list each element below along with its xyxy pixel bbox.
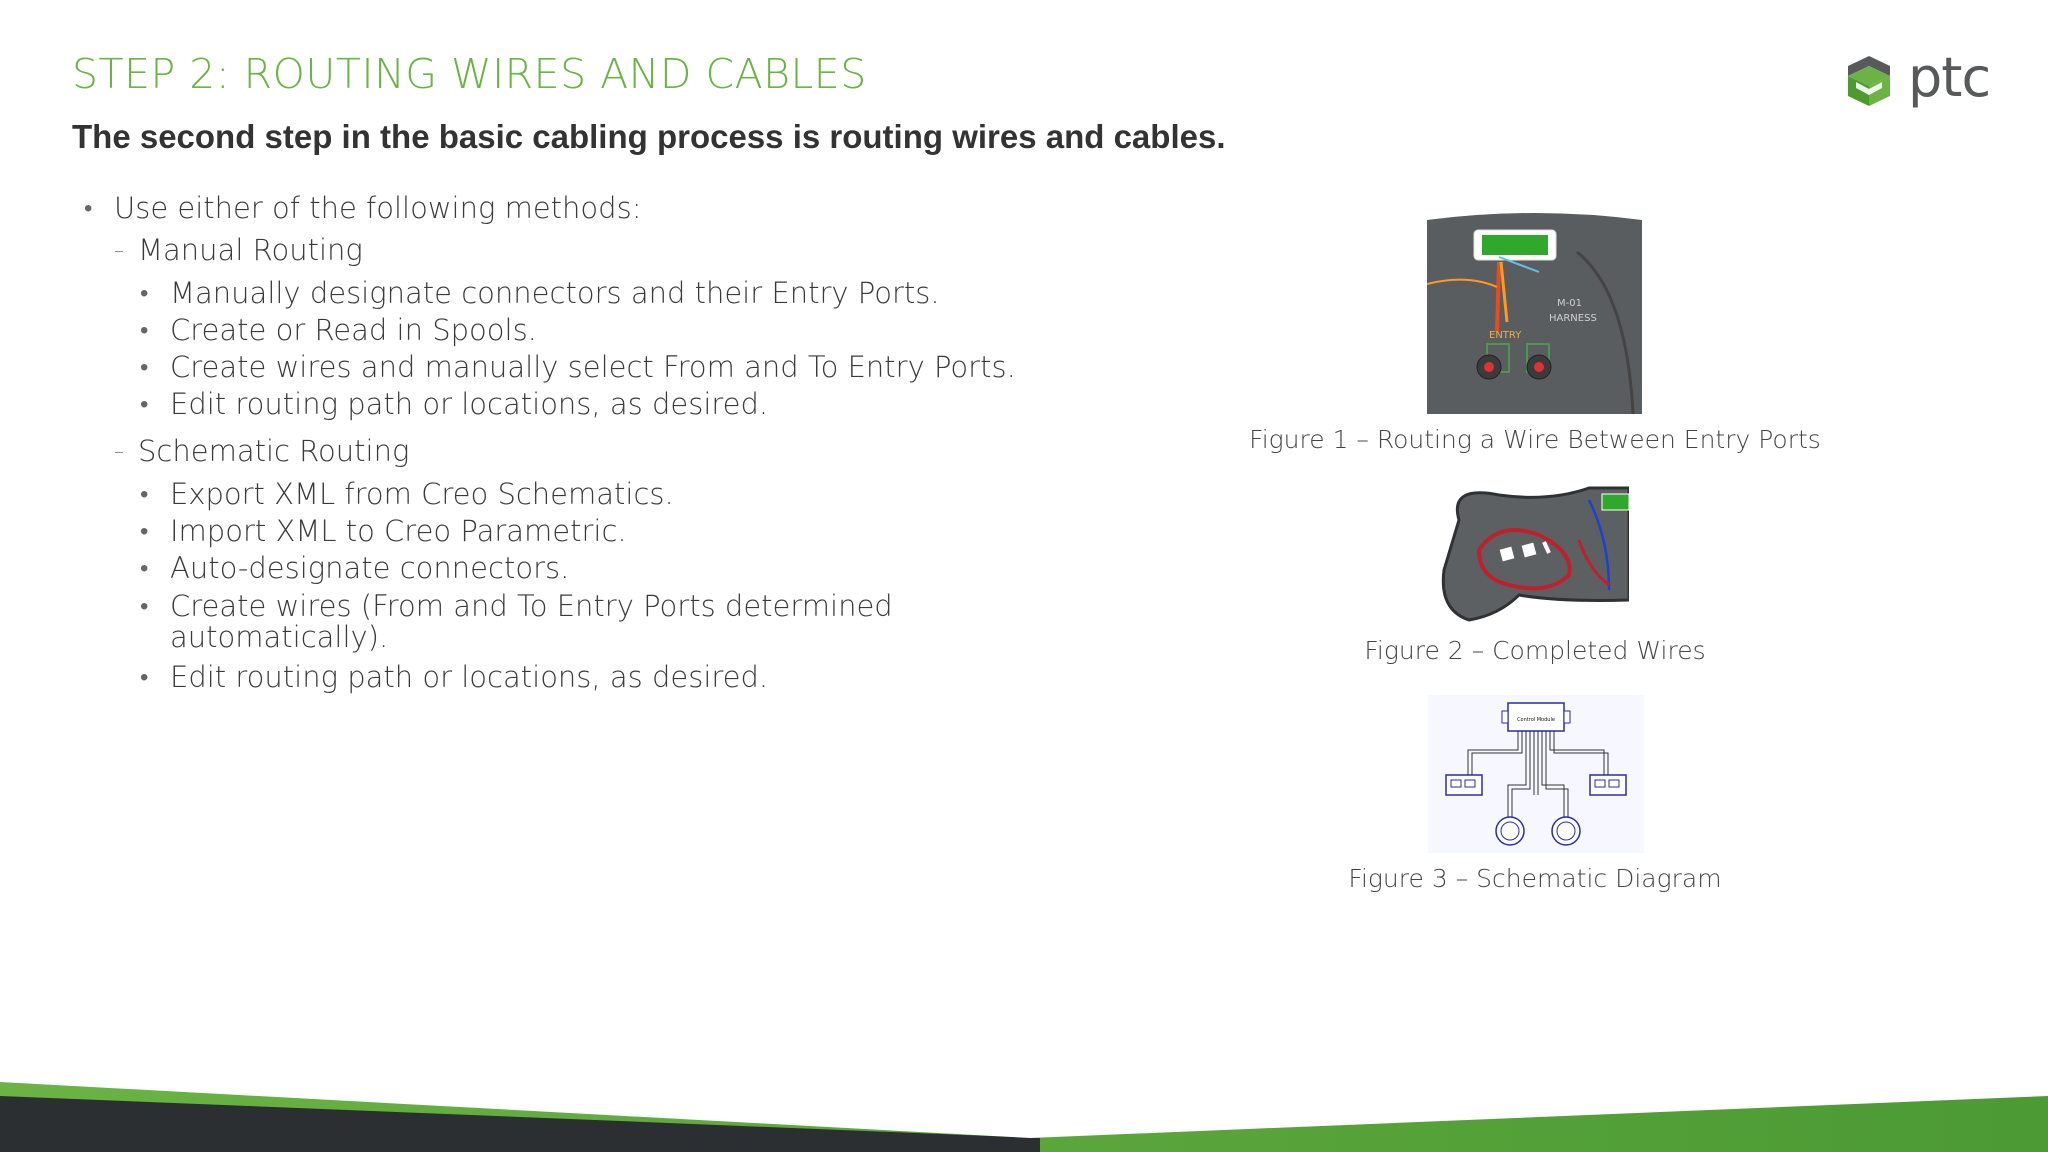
list-item: Create or Read in Spools. bbox=[84, 312, 1204, 349]
slide-subtitle: The second step in the basic cabling pro… bbox=[72, 118, 1226, 155]
list-item: Edit routing path or locations, as desir… bbox=[84, 659, 1204, 696]
fig1-label-m01: M-01 bbox=[1557, 298, 1582, 309]
footer-band bbox=[0, 1082, 2048, 1152]
fig3-box-label: Control Module bbox=[1517, 717, 1555, 723]
ptc-logo-icon bbox=[1848, 56, 1890, 106]
list-item: Edit routing path or locations, as desir… bbox=[84, 386, 1204, 423]
list-item: Auto-designate connectors. bbox=[84, 550, 1204, 587]
figure-2-completed-wires-image bbox=[1441, 486, 1629, 622]
ptc-logo: ptc bbox=[1838, 46, 1998, 110]
figure-2-caption: Figure 2 – Completed Wires bbox=[1364, 636, 1706, 665]
subheading-schematic-routing: Schematic Routing bbox=[84, 433, 1204, 470]
list-item: Export XML from Creo Schematics. bbox=[84, 476, 1204, 513]
list-item: Manually designate connectors and their … bbox=[84, 275, 1204, 312]
list-item: Import XML to Creo Parametric. bbox=[84, 513, 1204, 550]
bullet-list: Use either of the following methods: Man… bbox=[84, 190, 1204, 696]
figure-3-caption: Figure 3 – Schematic Diagram bbox=[1348, 864, 1722, 893]
list-item: Create wires (From and To Entry Ports de… bbox=[84, 591, 930, 653]
bullet-intro: Use either of the following methods: bbox=[84, 190, 1204, 227]
slide-title: STEP 2: ROUTING WIRES AND CABLES bbox=[72, 50, 867, 98]
list-item: Create wires and manually select From an… bbox=[84, 349, 1204, 386]
ptc-logo-text: ptc bbox=[1908, 46, 1991, 109]
figure-3-schematic-image: Control Module bbox=[1428, 695, 1644, 853]
figure-1-routing-image: M-01 HARNESS ENTRY bbox=[1427, 213, 1642, 414]
fig1-label-entry: ENTRY bbox=[1489, 330, 1522, 341]
subheading-manual-routing: Manual Routing bbox=[84, 232, 1204, 269]
fig1-label-harness: HARNESS bbox=[1549, 313, 1597, 324]
figure-1-caption: Figure 1 – Routing a Wire Between Entry … bbox=[1249, 425, 1821, 454]
